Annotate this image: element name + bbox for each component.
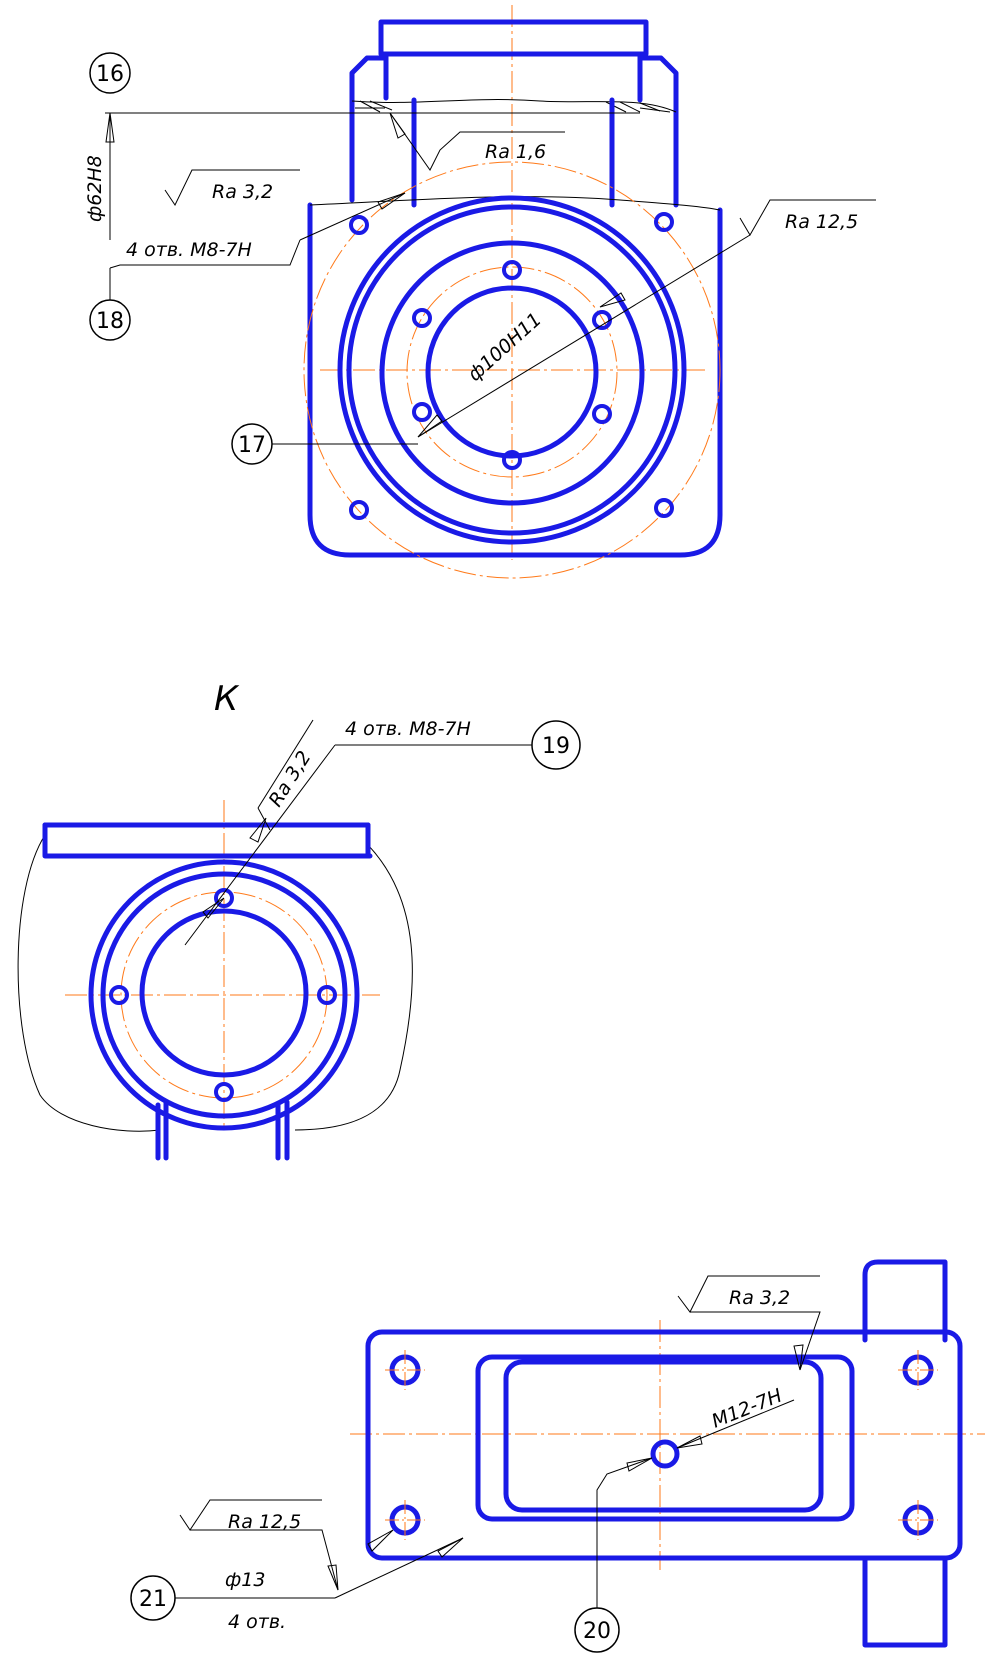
dim-bore-100: ф100Н11 (464, 308, 546, 385)
roughness-3-2-symbol (677, 1275, 820, 1313)
balloon-17 (231, 423, 273, 465)
flange-ring-outer (337, 195, 687, 545)
section-hatch (359, 100, 661, 113)
roughness-12-5-mount: Ra 12,5 (228, 1511, 301, 1533)
corner-hole (654, 498, 674, 518)
balloon-19 (531, 720, 581, 770)
hole (109, 985, 129, 1005)
dim-100-line (417, 234, 751, 438)
corner-hole (349, 215, 369, 235)
bottom-ribs (155, 1099, 290, 1161)
thread-arrow (676, 1435, 703, 1449)
hole (317, 985, 337, 1005)
base-plate (365, 1329, 963, 1561)
center-hole (650, 1439, 680, 1469)
balloon-16-label: 16 (96, 62, 124, 87)
balloon-21 (130, 1575, 176, 1621)
hole (214, 1082, 234, 1102)
roughness-3-2-center: Ra 3,2 (729, 1287, 790, 1309)
hole (592, 404, 612, 424)
neck-outer (349, 55, 679, 208)
balloon-16 (89, 52, 131, 94)
roughness-12-5-symbol (179, 1499, 322, 1531)
hole (502, 450, 522, 470)
recess-outer (475, 1354, 855, 1522)
bottom-tab (862, 1555, 948, 1648)
roughness-arrow (793, 1344, 804, 1371)
hatch-top (355, 107, 671, 113)
mount-arrow (437, 1537, 464, 1558)
ring-mid (100, 871, 348, 1119)
roughness-1-6: Ra 1,6 (485, 141, 546, 163)
dim-arrow (105, 112, 115, 143)
thread-leader (299, 192, 406, 241)
balloon-20-leader (596, 1457, 653, 1608)
neck-inner (383, 51, 643, 103)
dim-bore-62: ф62Н8 (84, 155, 106, 222)
balloon-20 (574, 1607, 620, 1653)
housing-outline (17, 834, 413, 1132)
bore (139, 908, 309, 1078)
roughness-arrow (249, 817, 267, 843)
break-line (351, 99, 677, 113)
balloon-20-arrow (626, 1457, 653, 1472)
thread-arrow (377, 192, 406, 210)
thread-leader (676, 1399, 795, 1449)
outer-bolt-circle (303, 161, 721, 579)
mount-hole-diameter: ф13 (225, 1569, 265, 1591)
view-base-plate: Ra 3,2 М12-7Н 20 Ra 12,5 ф13 4 отв. 21 (130, 1259, 985, 1653)
roughness-3-2-k: Ra 3,2 (265, 747, 316, 810)
center-thread-label: М12-7Н (709, 1385, 786, 1433)
flange-sides (42, 822, 371, 858)
mount-leader (334, 1537, 464, 1599)
roughness-12-5-symbol (739, 199, 876, 236)
inner-bolt-circle (406, 266, 618, 478)
view-k: К Ra 3,2 4 отв. М8-7Н 19 (17, 679, 581, 1161)
thread-shelf (109, 239, 301, 269)
flange-ring-mid (346, 204, 678, 536)
balloon-19-label: 19 (542, 734, 570, 759)
balloon-18-label: 18 (96, 309, 124, 334)
roughness-arrow (389, 112, 406, 139)
bolt-circle (120, 891, 328, 1099)
balloon-18 (89, 299, 131, 341)
thread-leader (184, 744, 336, 946)
flange-body (307, 202, 723, 558)
hole (214, 888, 234, 908)
balloon-17-label: 17 (238, 433, 266, 458)
hole (502, 260, 522, 280)
corner-hole (654, 212, 674, 232)
thread-arrow (202, 897, 225, 919)
top-tab (862, 1259, 948, 1343)
corner-hole (349, 500, 369, 520)
balloon-21-label: 21 (139, 1587, 167, 1612)
flange-top-edge (309, 196, 721, 211)
recess-inner (503, 1359, 824, 1513)
hole (412, 402, 432, 422)
roughness-leader (190, 1529, 339, 1591)
roughness-12-5: Ra 12,5 (785, 211, 858, 233)
mount-hole-count: 4 отв. (228, 1611, 286, 1633)
roughness-3-2-symbol (164, 169, 300, 207)
roughness-leader (257, 719, 314, 809)
thread-holes-label: 4 отв. М8-7Н (126, 239, 252, 261)
dim-100-arrow (417, 414, 443, 438)
roughness-3-2: Ra 3,2 (212, 181, 273, 203)
thread-holes-label-k: 4 отв. М8-7Н (345, 718, 471, 740)
dim-100-arrow (599, 292, 626, 308)
view-housing-front: ф62Н8 16 Ra 1,6 Ra 3,2 4 отв. М8-7Н 18 R… (84, 5, 876, 579)
flange-ring-inner (379, 240, 645, 506)
roughness-leader (690, 1311, 821, 1371)
view-label-k: К (214, 679, 240, 719)
roughness-1-6-leader (389, 112, 565, 171)
hole (412, 308, 432, 328)
mount-arrow (367, 1529, 394, 1552)
top-cap (378, 19, 649, 57)
roughness-arrow (327, 1564, 339, 1591)
balloon-20-label: 20 (583, 1619, 611, 1644)
ring-outer (88, 859, 360, 1131)
bore-100 (425, 285, 599, 459)
